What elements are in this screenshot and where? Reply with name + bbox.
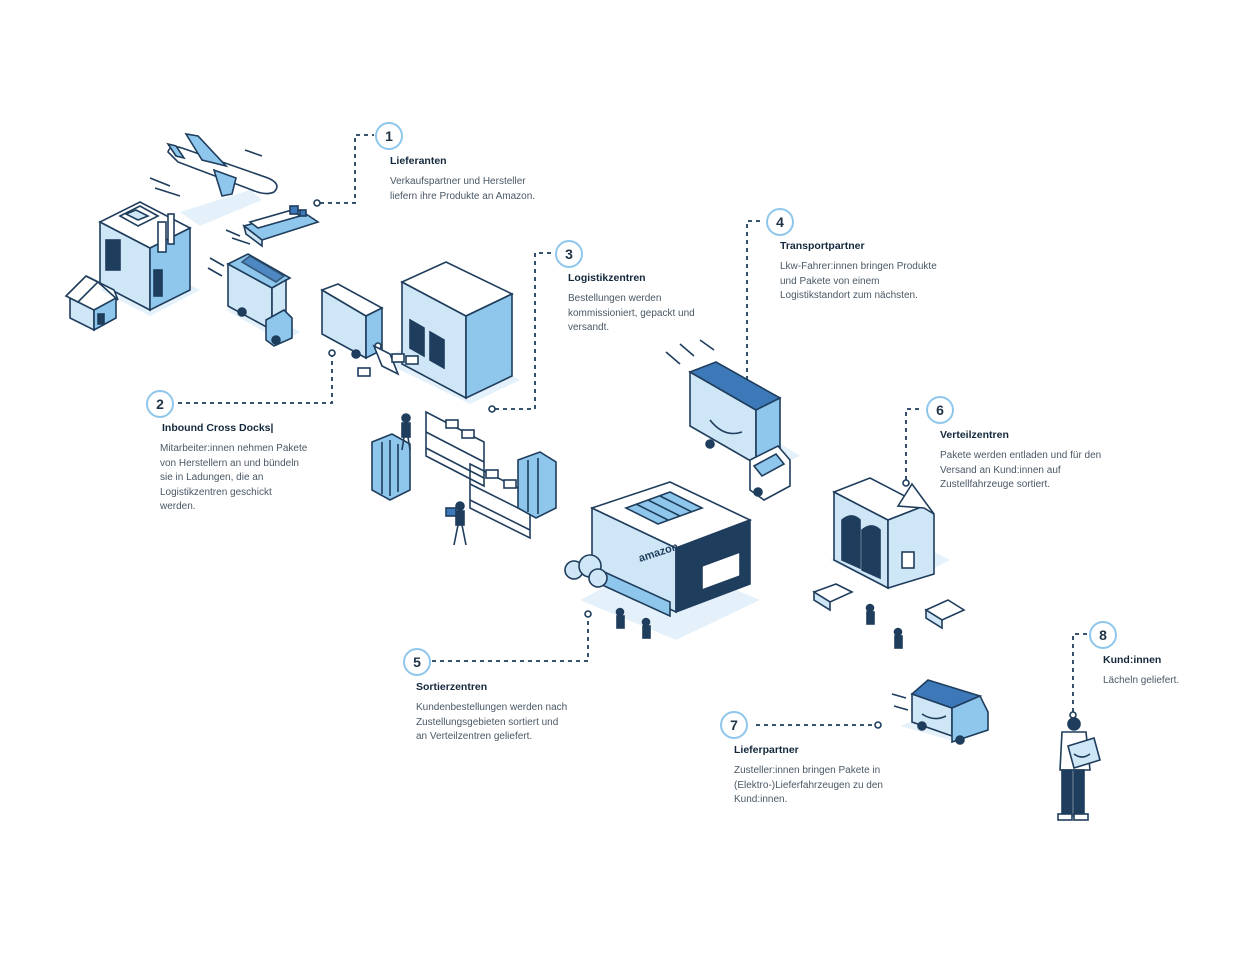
connector-8 — [1069, 633, 1088, 719]
step-description: Zusteller:innen bringen Pakete in (Elekt… — [734, 765, 883, 805]
connector-2 — [178, 349, 336, 404]
delivery-van-icon — [891, 679, 990, 745]
step-number-badge: 6 — [926, 396, 954, 424]
connector-3 — [488, 252, 553, 413]
step-title: Sortierzentren — [416, 681, 488, 693]
step-description: Lkw-Fahrer:innen bringen Produkte und Pa… — [780, 261, 937, 301]
step-number-badge: 2 — [146, 390, 174, 418]
connector-6 — [902, 408, 923, 487]
step-title: Kund:innen — [1103, 654, 1162, 666]
shelving-icon — [371, 410, 557, 540]
step-number-badge: 1 — [375, 122, 403, 150]
step-number-badge: 3 — [555, 240, 583, 268]
house-icon — [64, 275, 119, 332]
cargo-ship-icon — [225, 205, 320, 248]
truck-icon — [207, 253, 300, 347]
step-number-badge: 8 — [1089, 621, 1117, 649]
step-title: Lieferanten — [390, 155, 447, 167]
sorting-center-icon — [564, 481, 760, 640]
step-title: Transportpartner — [780, 240, 865, 252]
customer-icon — [1057, 717, 1101, 821]
connector-5 — [432, 610, 592, 662]
step-description: Kundenbestellungen werden nach Zustellun… — [416, 702, 568, 742]
step-title: Lieferpartner — [734, 744, 799, 756]
step-description: Pakete werden entladen und für den Versa… — [940, 450, 1102, 490]
airplane-icon — [149, 132, 278, 226]
step-description: Bestellungen werden kommissioniert, gepa… — [568, 293, 695, 333]
step-title: Inbound Cross Docks| — [162, 422, 274, 434]
step-description: Verkaufspartner und Hersteller liefern i… — [390, 176, 536, 202]
semi-truck-icon — [665, 339, 800, 501]
cross-dock-trailer-icon — [320, 283, 384, 360]
factory-icon — [98, 201, 200, 316]
step-number-badge: 7 — [720, 711, 748, 739]
step-description: Mitarbeiter:innen nehmen Pakete von Hers… — [160, 443, 308, 512]
distribution-center-icon — [812, 477, 966, 649]
connector-1 — [313, 134, 374, 207]
warehouse-icon — [357, 261, 520, 404]
worker-icon — [401, 413, 467, 546]
step-title: Verteilzentren — [940, 429, 1009, 441]
step-description: Lächeln geliefert. — [1103, 675, 1180, 686]
step-number-badge: 5 — [403, 648, 431, 676]
step-title: Logistikzentren — [568, 272, 646, 284]
connector-4 — [743, 220, 764, 387]
step-number-badge: 4 — [766, 208, 794, 236]
connector-7 — [756, 721, 882, 729]
